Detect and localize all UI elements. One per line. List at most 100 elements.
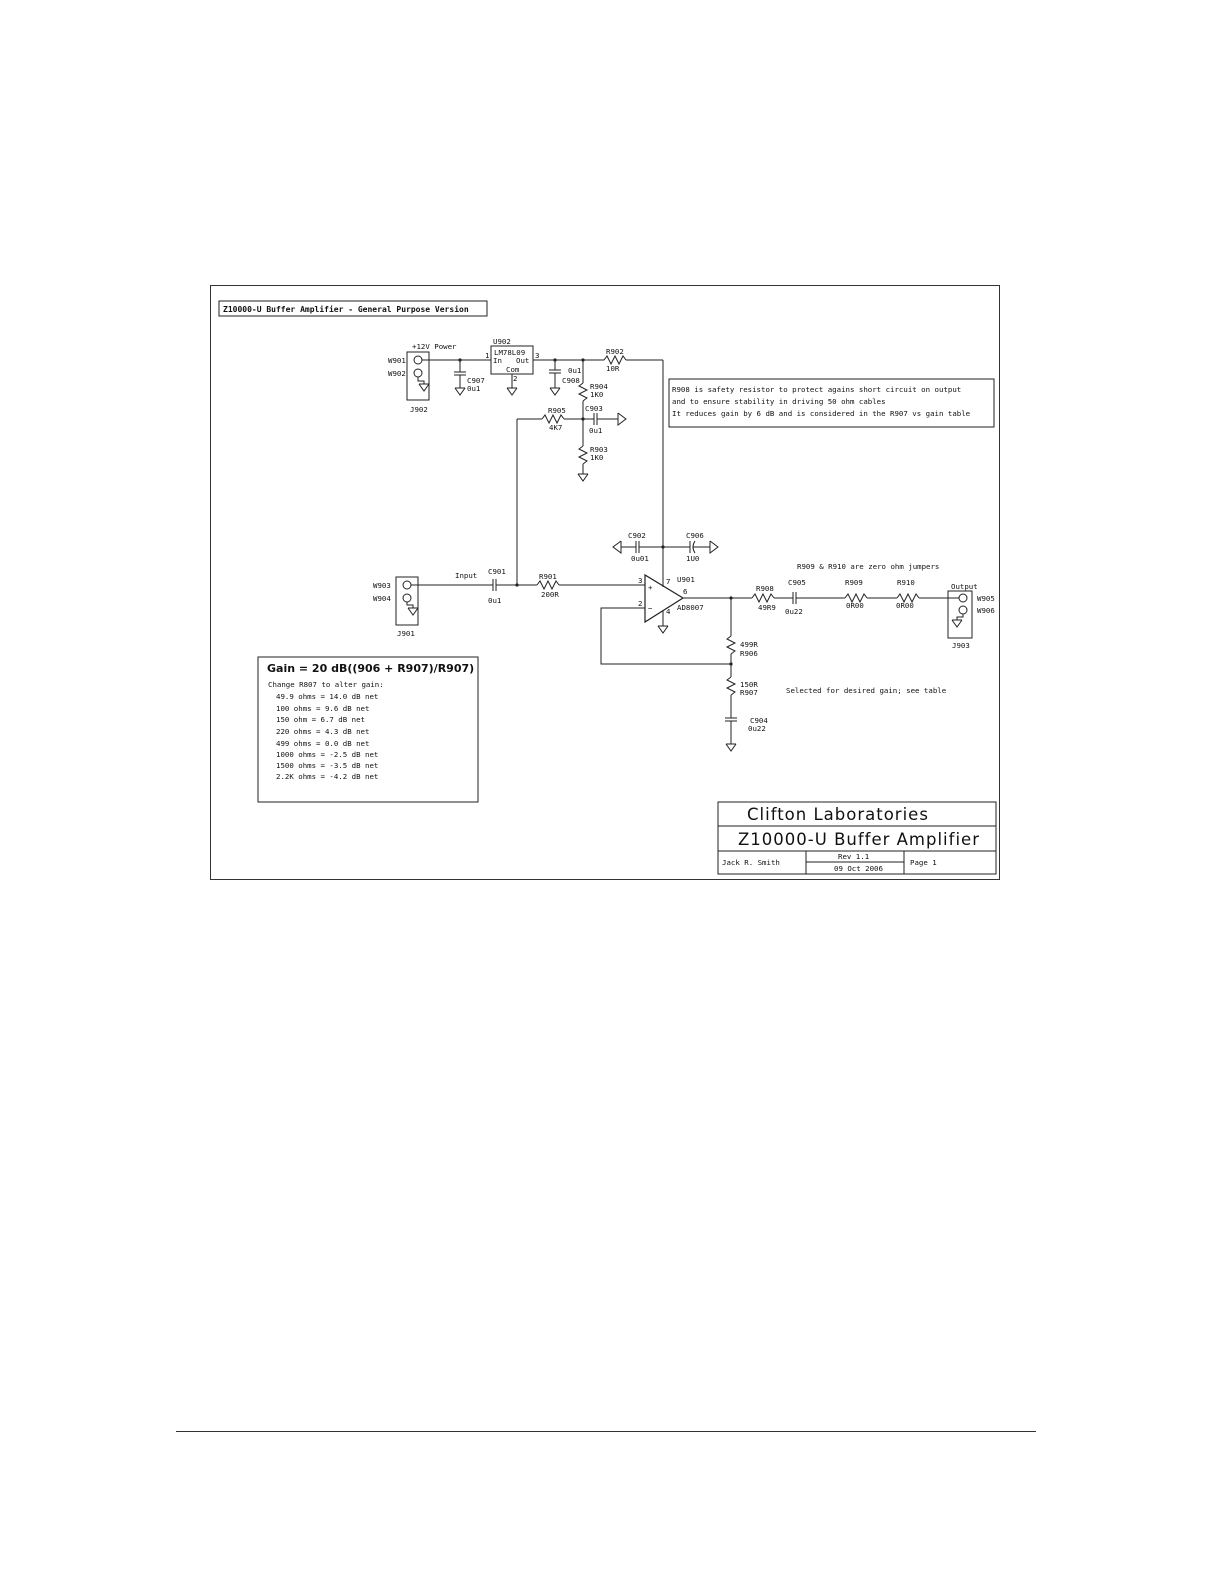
- w906-terminal-icon: [958, 605, 968, 615]
- r908-value: 49R9: [758, 603, 776, 612]
- note-line-3: It reduces gain by 6 dB and is considere…: [672, 409, 971, 418]
- c901-value: 0u1: [488, 596, 501, 605]
- u902-pin1: 1: [485, 351, 489, 360]
- feedback-network: 499R R906 150R R907 Selected for desired…: [725, 598, 947, 752]
- c904-ref: C904: [750, 716, 768, 725]
- opamp-minus: −: [648, 604, 653, 613]
- note-line-1: R908 is safety resistor to protect again…: [672, 385, 961, 394]
- c908-value: 0u1: [568, 366, 581, 375]
- w906-label: W906: [977, 606, 995, 615]
- ground-icon: [709, 540, 719, 554]
- c903-ref: C903: [585, 404, 603, 413]
- w904-label: W904: [373, 594, 391, 603]
- page-number: Page 1: [910, 858, 937, 867]
- c902-ref: C902: [628, 531, 646, 540]
- r901-value: 200R: [541, 590, 559, 599]
- r909-value: 0R00: [846, 601, 864, 610]
- j902-connector-body: [406, 351, 430, 401]
- r909-resistor: [844, 592, 868, 604]
- c903-value: 0u1: [589, 426, 602, 435]
- r902-ref: R902: [606, 347, 624, 356]
- r903-value: 1K0: [590, 453, 603, 462]
- gain-row: 150 ohm = 6.7 dB net: [276, 715, 365, 724]
- input-section: W903 W904 J901 Input C901 0u1 R901 200R: [373, 567, 645, 638]
- opamp-pin3: 3: [638, 576, 642, 585]
- w901-terminal-icon: [413, 355, 423, 365]
- title-block: Clifton Laboratories Z10000-U Buffer Amp…: [717, 801, 997, 875]
- u902-part: LM78L09: [494, 348, 525, 357]
- output-label: Output: [951, 582, 978, 591]
- u901-part: AD8007: [677, 603, 704, 612]
- r906-value: 499R: [740, 640, 758, 649]
- j902-label: J902: [410, 405, 428, 414]
- r908-resistor: [751, 592, 775, 604]
- c905-ref: C905: [788, 578, 806, 587]
- r901-ref: R901: [539, 572, 557, 581]
- c901-ref: C901: [488, 567, 506, 576]
- jumper-note: R909 & R910 are zero ohm jumpers: [797, 562, 939, 571]
- r907-value: 150R: [740, 680, 758, 689]
- opamp-pin2: 2: [638, 599, 642, 608]
- r904-ref: R904: [590, 382, 608, 391]
- ground-icon: [506, 387, 518, 396]
- u902-pin3: 3: [535, 351, 539, 360]
- r907-ref: R907: [740, 688, 758, 697]
- u901-ref: U901: [677, 575, 695, 584]
- opamp-pin4: 4: [666, 607, 671, 616]
- r904-resistor: [577, 382, 589, 402]
- input-label: Input: [455, 571, 477, 580]
- r907-note: Selected for desired gain; see table: [786, 686, 947, 695]
- w902-terminal-icon: [413, 368, 423, 378]
- title-box: Z10000-U Buffer Amplifier - General Purp…: [218, 300, 488, 317]
- c907-value: 0u1: [467, 384, 480, 393]
- company-name: Clifton Laboratories: [747, 805, 929, 824]
- ground-icon: [549, 387, 561, 396]
- note-line-2: and to ensure stability in driving 50 oh…: [672, 397, 886, 406]
- ground-icon: [577, 473, 589, 482]
- opamp-plus: +: [648, 583, 653, 592]
- w902-label: W902: [388, 369, 406, 378]
- w904-terminal-icon: [402, 593, 412, 603]
- u902-com: Com: [506, 365, 520, 374]
- c908-ref: C908: [562, 376, 580, 385]
- r904-value: 1K0: [590, 390, 603, 399]
- gain-row: 1000 ohms = -2.5 dB net: [276, 750, 378, 759]
- c906-value: 1U0: [686, 554, 699, 563]
- gain-row: 2.2K ohms = -4.2 dB net: [276, 772, 378, 781]
- r905-resistor: [541, 413, 565, 425]
- opamp-pin7: 7: [666, 577, 670, 586]
- c902-value: 0u01: [631, 554, 649, 563]
- power-label: +12V Power: [412, 342, 457, 351]
- u902-in: In: [493, 356, 502, 365]
- r906-ref: R906: [740, 649, 758, 658]
- r903-ref: R903: [590, 445, 608, 454]
- author: Jack R. Smith: [722, 858, 780, 867]
- r910-value: 0R00: [896, 601, 914, 610]
- c907-ref: C907: [467, 376, 485, 385]
- ground-icon: [454, 387, 466, 396]
- drawing-title: Z10000-U Buffer Amplifier: [738, 830, 980, 849]
- r906-resistor: [725, 635, 737, 655]
- r903-resistor: [577, 445, 589, 465]
- w903-terminal-icon: [402, 580, 412, 590]
- w905-terminal-icon: [958, 593, 968, 603]
- r908-ref: R908: [756, 584, 774, 593]
- gain-row: 1500 ohms = -3.5 dB net: [276, 761, 378, 770]
- u902-pin2: 2: [513, 374, 517, 383]
- opamp-u901: + − 3 2 7 6 4 U901 AD8007: [600, 573, 733, 665]
- j903-label: J903: [952, 641, 970, 650]
- power-section: +12V Power W901 W902 J902 C907 0u1 U902 …: [388, 337, 665, 578]
- ground-icon: [617, 412, 627, 426]
- output-section: R909 & R910 are zero ohm jumpers R908 49…: [731, 562, 995, 650]
- r902-value: 10R: [606, 364, 620, 373]
- opamp-pin6: 6: [683, 587, 687, 596]
- c904-value: 0u22: [748, 724, 766, 733]
- gain-row: 220 ohms = 4.3 dB net: [276, 727, 369, 736]
- date: 09 Oct 2006: [834, 864, 883, 873]
- w903-label: W903: [373, 581, 391, 590]
- ground-icon: [612, 540, 622, 554]
- j903-connector-body: [947, 590, 973, 639]
- ground-icon: [725, 743, 737, 752]
- r905-ref: R905: [548, 406, 566, 415]
